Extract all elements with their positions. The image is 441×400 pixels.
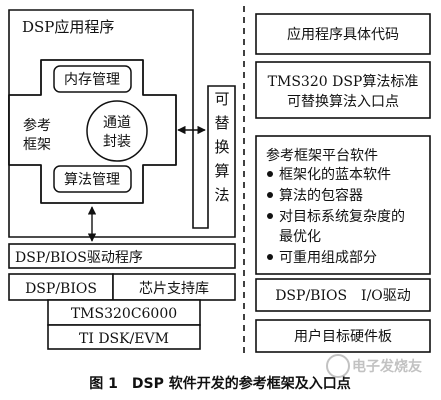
watermark: 电子发烧友 xyxy=(326,354,422,378)
tms-chip-label: TMS320C6000 xyxy=(71,306,177,322)
platform-item-2: 算法的包容器 xyxy=(279,187,363,204)
figure-caption: 图 1 DSP 软件开发的参考框架及入口点 xyxy=(89,375,350,392)
app-program-title: DSP应用程序 xyxy=(22,18,114,36)
replaceable-algo-char-3: 换 xyxy=(214,138,229,156)
app-program-frame xyxy=(8,9,236,238)
replaceable-algo-char-5: 法 xyxy=(214,186,229,204)
memory-mgmt-label: 内存管理 xyxy=(64,72,120,88)
platform-item-4: 可重用组成部分 xyxy=(279,250,377,266)
ref-framework-label-1: 参考 xyxy=(23,117,51,134)
ti-board-label: TI DSK/EVM xyxy=(79,331,169,347)
memory-mgmt-box xyxy=(53,65,132,93)
bullet-4 xyxy=(267,254,273,260)
bullet-1 xyxy=(267,171,273,177)
platform-title: 参考框架平台软件 xyxy=(266,147,378,164)
watermark-logo-icon xyxy=(326,354,350,378)
platform-item-1: 框架化的蓝本软件 xyxy=(279,167,391,183)
target-board-box xyxy=(255,319,431,353)
algo-mgmt-label: 算法管理 xyxy=(64,172,120,188)
platform-box xyxy=(255,135,431,275)
chip-support-label: 芯片支持库 xyxy=(139,281,209,297)
ti-board-box xyxy=(47,324,201,350)
replaceable-algo-char-1: 可 xyxy=(214,90,229,108)
bios-driver-label: DSP/BIOS驱动程序 xyxy=(15,250,143,266)
replaceable-algo-char-2: 替 xyxy=(214,114,229,132)
channel-wrap-label-2: 封装 xyxy=(103,134,131,150)
app-code-box xyxy=(255,13,431,55)
algo-std-line2: 可替换算法入口点 xyxy=(287,93,399,110)
platform-list: 框架化的蓝本软件 算法的包容器 对目标系统复杂度的 最优化 可重用组成部分 xyxy=(267,167,405,266)
watermark-text: 电子发烧友 xyxy=(352,358,422,375)
bullet-3 xyxy=(267,213,273,219)
platform-item-3: 对目标系统复杂度的 xyxy=(279,208,405,225)
app-code-label: 应用程序具体代码 xyxy=(287,26,399,43)
bullet-2 xyxy=(267,192,273,198)
bios-driver-box xyxy=(8,243,236,269)
platform-item-3-cont: 最优化 xyxy=(279,229,321,245)
channel-wrap-circle xyxy=(86,100,148,162)
replaceable-algo-char-4: 算 xyxy=(214,162,229,180)
algo-mgmt-box xyxy=(53,165,132,193)
io-driver-label: DSP/BIOS I/O驱动 xyxy=(275,288,411,304)
algo-std-line1: TMS320 DSP算法标准 xyxy=(268,74,419,90)
io-driver-box xyxy=(255,278,431,312)
algo-std-box xyxy=(255,61,431,119)
dsp-bios-label: DSP/BIOS xyxy=(25,281,97,297)
target-board-label: 用户目标硬件板 xyxy=(294,328,392,345)
ref-framework-label-2: 框架 xyxy=(23,137,51,153)
channel-wrap-label-1: 通道 xyxy=(103,115,131,131)
